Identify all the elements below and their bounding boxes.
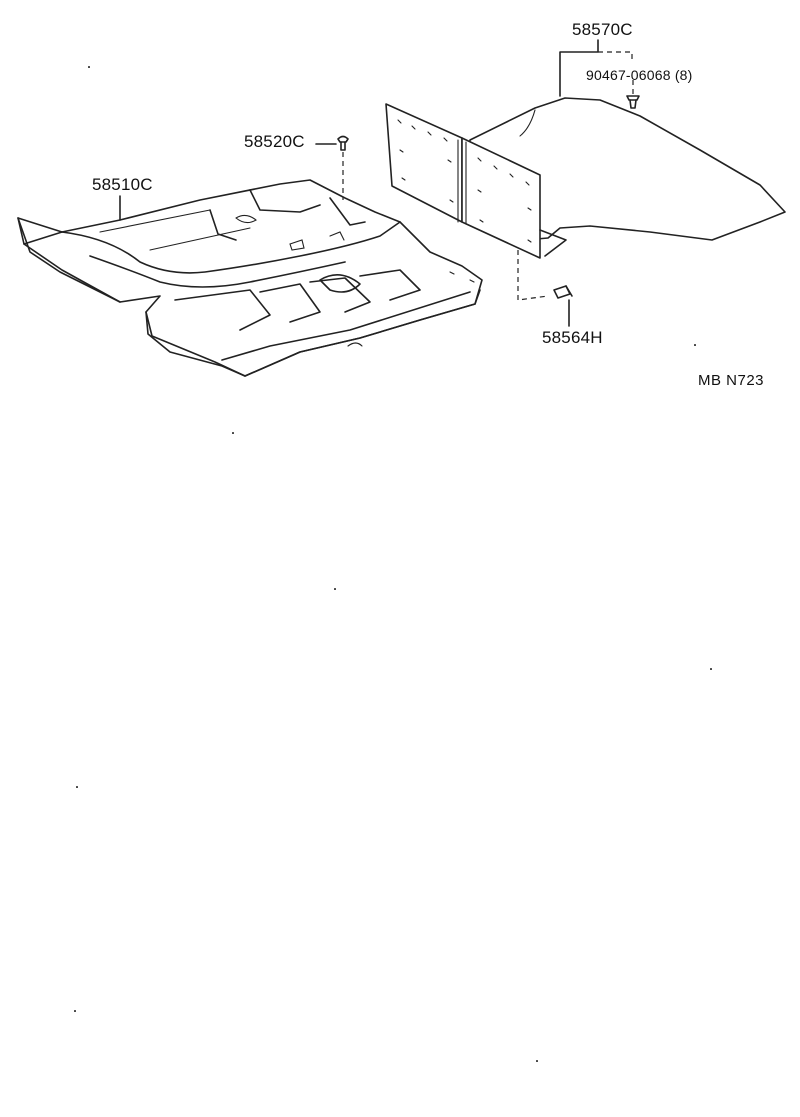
front-floor-carpet bbox=[17, 179, 483, 377]
rear-floor-mat bbox=[385, 39, 786, 259]
part-number-58520c: 58520C bbox=[244, 132, 305, 151]
scan-speck bbox=[74, 1010, 76, 1012]
part-number-58510c: 58510C bbox=[92, 175, 153, 194]
carpet-clip-58520c bbox=[315, 135, 349, 200]
scan-speck bbox=[334, 588, 336, 590]
mat-clip-58564h bbox=[517, 250, 573, 327]
scan-speck bbox=[694, 344, 696, 346]
part-number-58570c: 58570C bbox=[572, 20, 633, 39]
scan-speck bbox=[88, 66, 90, 68]
scan-speck bbox=[232, 432, 234, 434]
diagram-reference-code: MB N723 bbox=[698, 372, 765, 389]
scan-speck bbox=[536, 1060, 538, 1062]
scan-speck bbox=[76, 786, 78, 788]
clip-fastener bbox=[626, 80, 640, 109]
scan-speck bbox=[710, 668, 712, 670]
part-number-90467-06068: 90467-06068 (8) bbox=[586, 67, 693, 83]
part-number-58564h: 58564H bbox=[542, 328, 603, 347]
